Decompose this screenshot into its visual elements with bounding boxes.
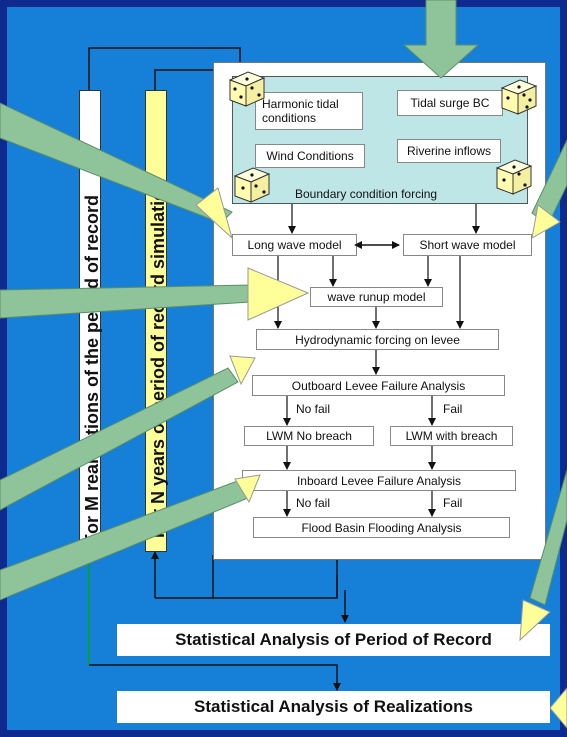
left-callout-arrow-1: [0, 102, 233, 224]
left-arrowhead-4: [234, 474, 261, 504]
riverine-inflows-box: Riverine inflows: [397, 139, 501, 163]
fail-label-2: Fail: [443, 496, 463, 510]
dice-icon: [495, 159, 533, 195]
lwm-no-breach-box: LWM No breach: [244, 426, 374, 446]
top-callout-arrow: [402, 0, 480, 79]
right-arrowhead-1: [531, 204, 561, 239]
outboard-failure-box: Outboard Levee Failure Analysis: [252, 375, 505, 396]
flood-basin-box: Flood Basin Flooding Analysis: [253, 517, 510, 538]
wind-conditions-box: Wind Conditions: [255, 144, 365, 168]
short-wave-model-box: Short wave model: [403, 234, 532, 256]
inboard-failure-box: Inboard Levee Failure Analysis: [242, 470, 516, 491]
fail-label-1: Fail: [443, 402, 463, 416]
no-fail-label-2: No fail: [296, 496, 331, 510]
dice-icon: [500, 79, 538, 115]
period-of-record-analysis: Statistical Analysis of Period of Record: [117, 624, 550, 656]
right-callout-arrow-2: [529, 469, 567, 606]
boundary-caption: Boundary condition forcing: [295, 187, 438, 201]
right-arrowhead-2: [519, 599, 551, 642]
long-wave-model-box: Long wave model: [232, 234, 357, 256]
m-loop-top-line: [88, 47, 241, 90]
left-arrowhead-3: [229, 355, 256, 386]
left-callout-arrow-3: [0, 367, 239, 511]
harmonic-tidal-box: Harmonic tidal conditions: [255, 92, 363, 130]
dice-icon: [228, 71, 266, 107]
wave-runup-model-box: wave runup model: [310, 287, 443, 307]
n-years-column: [145, 90, 167, 552]
hydrodynamic-forcing-box: Hydrodynamic forcing on levee: [256, 329, 499, 350]
lwm-with-breach-box: LWM with breach: [390, 426, 513, 446]
realizations-analysis: Statistical Analysis of Realizations: [117, 691, 550, 723]
left-callout-arrow-4: [0, 479, 249, 601]
left-arrowhead-1: [195, 187, 233, 240]
n-loop-top-line: [154, 69, 213, 90]
no-fail-label-1: No fail: [296, 402, 331, 416]
to-realizations-line: [89, 664, 341, 691]
left-callout-arrow-2: [0, 284, 251, 319]
dice-icon: [233, 167, 271, 203]
left-arrowhead-2: [247, 267, 310, 321]
bottom-right-arrowhead: [549, 687, 567, 729]
